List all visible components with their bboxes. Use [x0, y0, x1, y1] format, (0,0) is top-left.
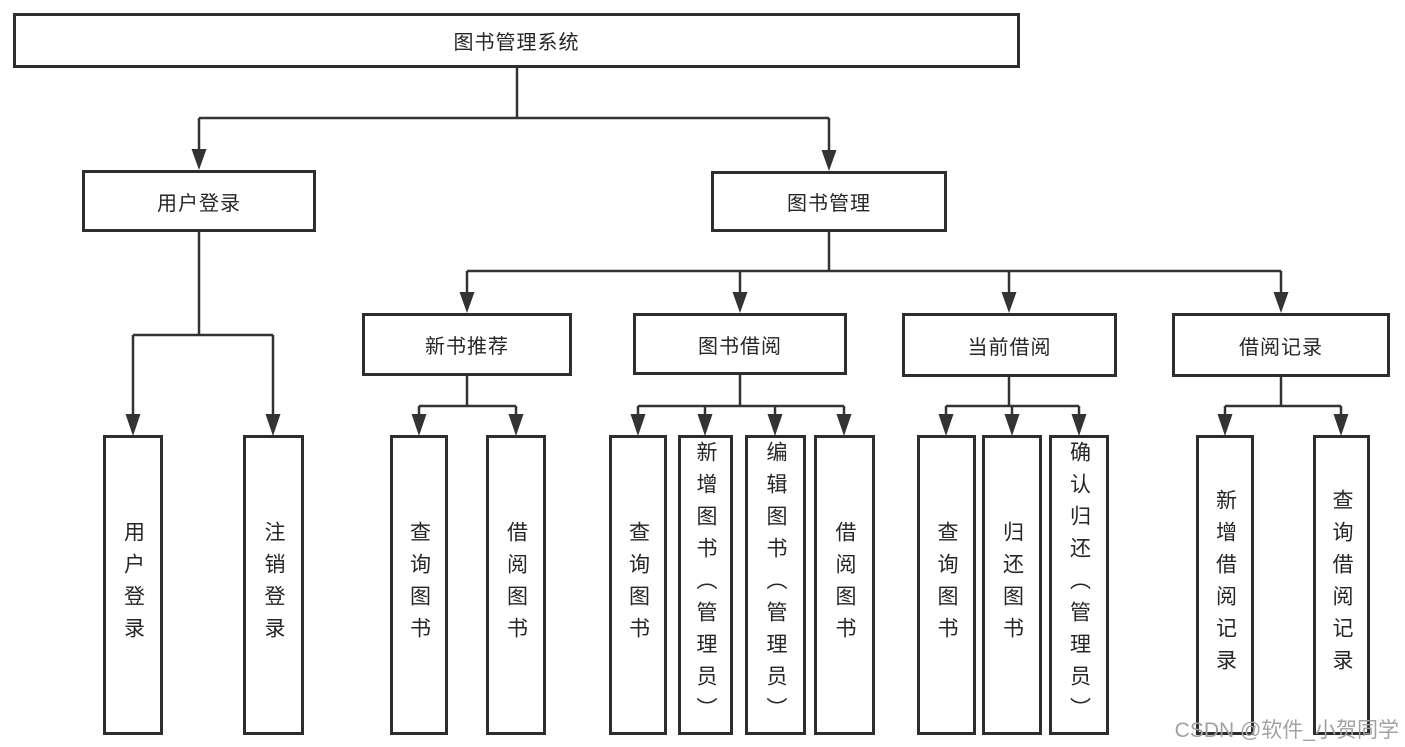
leaf-label: 借阅图书 [833, 521, 856, 649]
node-new-book-recommendation: 新书推荐 [362, 313, 572, 376]
leaf-query-books: 查询图书 [390, 435, 448, 735]
csdn-watermark: CSDN @软件_小贺同学 [1174, 719, 1399, 742]
node-label: 图书管理 [787, 193, 871, 215]
node-borrowing-records: 借阅记录 [1172, 313, 1390, 377]
leaf-confirm-return-admin: 确认归还（管理员） [1049, 435, 1109, 735]
leaf-edit-books-admin: 编辑图书（管理员） [745, 435, 806, 735]
leaf-label: 新增图书（管理员） [694, 441, 717, 729]
leaf-label: 确认归还（管理员） [1067, 441, 1091, 729]
leaf-label: 查询图书 [626, 521, 650, 649]
node-user-login: 用户登录 [82, 170, 316, 232]
leaf-borrow-books: 借阅图书 [486, 435, 546, 735]
leaf-add-books-admin: 新增图书（管理员） [678, 435, 733, 735]
node-label: 用户登录 [157, 192, 241, 215]
leaf-user-login: 用户登录 [103, 435, 163, 735]
leaf-query-books: 查询图书 [609, 435, 667, 735]
node-library-management-system: 图书管理系统 [13, 13, 1020, 68]
leaf-label: 查询图书 [935, 521, 958, 649]
leaf-label: 编辑图书（管理员） [764, 441, 787, 729]
leaf-return-books: 归还图书 [982, 435, 1042, 735]
leaf-label: 注销登录 [262, 521, 285, 649]
leaf-borrow-books: 借阅图书 [814, 435, 875, 735]
leaf-label: 新增借阅记录 [1213, 489, 1237, 681]
leaf-label: 借阅图书 [504, 521, 528, 649]
leaf-query-borrow-records: 查询借阅记录 [1313, 435, 1370, 735]
leaf-logout-login: 注销登录 [243, 435, 304, 735]
leaf-add-borrow-records: 新增借阅记录 [1196, 435, 1254, 735]
leaf-label: 查询图书 [407, 521, 431, 649]
node-label: 图书管理系统 [453, 32, 580, 54]
node-label: 当前借阅 [967, 336, 1052, 359]
leaf-label: 查询借阅记录 [1330, 489, 1353, 681]
node-label: 新书推荐 [425, 336, 509, 358]
node-current-borrowing: 当前借阅 [902, 313, 1117, 377]
node-book-management: 图书管理 [711, 171, 947, 232]
leaf-query-books: 查询图书 [917, 435, 976, 735]
node-label: 图书借阅 [698, 335, 782, 358]
leaf-label: 归还图书 [1000, 521, 1024, 649]
node-label: 借阅记录 [1239, 336, 1323, 359]
leaf-label: 用户登录 [121, 521, 145, 649]
node-book-borrowing: 图书借阅 [633, 313, 847, 375]
